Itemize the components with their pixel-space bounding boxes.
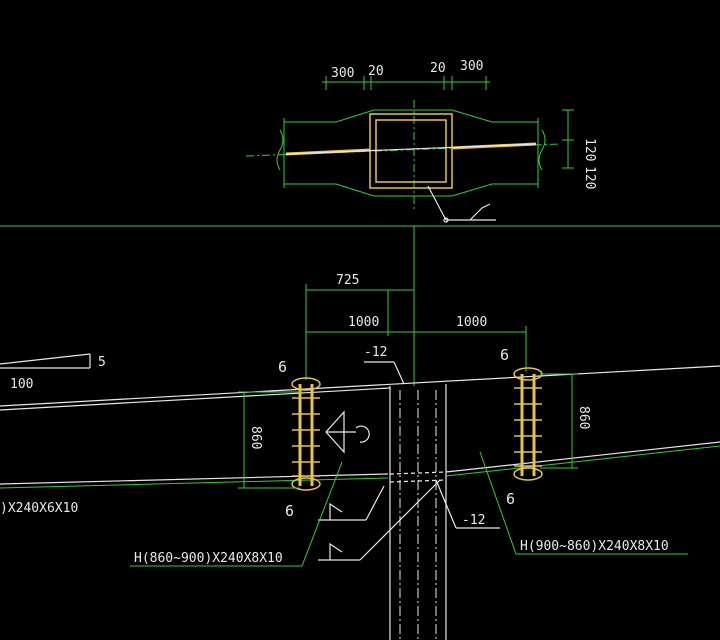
web-centerline [285, 143, 537, 155]
weld-symbol [469, 203, 491, 221]
splice-cap-bottom [291, 477, 321, 491]
beam-bottom-flange-right [445, 445, 720, 477]
stiffener-top [389, 471, 447, 475]
beam-label-mid: H(860~900)X240X8X10 [134, 551, 283, 566]
column-box-outer [369, 113, 453, 189]
plate-label-bottom: -12 [462, 513, 485, 528]
break-line-left [276, 129, 284, 171]
dim-300-right: 300 [460, 59, 483, 74]
splice-left [291, 377, 321, 491]
height-860-left: 860 [248, 426, 263, 449]
section-symbol-arc [355, 425, 370, 443]
stiffener-bottom [389, 479, 447, 483]
weld-size-bottom-left: 6 [285, 502, 294, 520]
splice-cap-bottom [513, 467, 543, 481]
slope-line [0, 353, 91, 365]
beam-bottom-flange-left-inner [0, 473, 389, 485]
splice-cap-top [291, 377, 321, 391]
dim-120-a: 120 [582, 138, 597, 161]
beam-bottom-flange-left [0, 477, 389, 489]
splice-right [513, 367, 543, 481]
dim-300-left: 300 [331, 66, 354, 81]
weld-leader-2 [359, 479, 441, 561]
dim-20-right: 20 [430, 61, 446, 76]
beam-top-flange [0, 365, 720, 407]
beam-bottom-flange-right-inner [445, 441, 720, 473]
leader-dot [443, 217, 449, 223]
elevation-detail: 725 1000 1000 -12 6 6 6 6 -1 [0, 226, 720, 640]
slope-100: 100 [10, 377, 33, 392]
dim-120-b: 120 [582, 166, 597, 189]
weld-size-right: 6 [500, 346, 509, 364]
plate-label-top: -12 [364, 345, 387, 360]
weld-symbol [329, 502, 343, 520]
height-860-right: 860 [576, 406, 591, 429]
weld-symbol-2 [329, 542, 343, 560]
beam-label-right: H(900~860)X240X8X10 [520, 539, 669, 554]
break-line-right [538, 129, 546, 171]
dim-20-left: 20 [368, 64, 384, 79]
flange-outline-top [284, 109, 538, 123]
beam-label-left: )X240X6X10 [0, 501, 78, 516]
flange-outline-bottom [284, 183, 538, 197]
weld-size-bottom-right: 6 [506, 490, 515, 508]
weld-size-left: 6 [278, 358, 287, 376]
plate-leader-bottom [435, 479, 457, 529]
dim-725: 725 [336, 273, 359, 288]
beam-top-flange-inner [0, 387, 391, 411]
beam-label-leader-mid [301, 461, 343, 567]
top-plan-detail: 300 20 20 300 120 120 [245, 59, 597, 223]
leader-line [427, 185, 447, 221]
dim-1000-left: 1000 [348, 315, 379, 330]
dim-1000-right: 1000 [456, 315, 487, 330]
slope-5: 5 [98, 355, 106, 370]
beam-label-leader-right [479, 451, 517, 555]
splice-cap-top [513, 367, 543, 381]
weld-leader [365, 485, 385, 521]
plate-leader-top-arrow [393, 361, 405, 385]
